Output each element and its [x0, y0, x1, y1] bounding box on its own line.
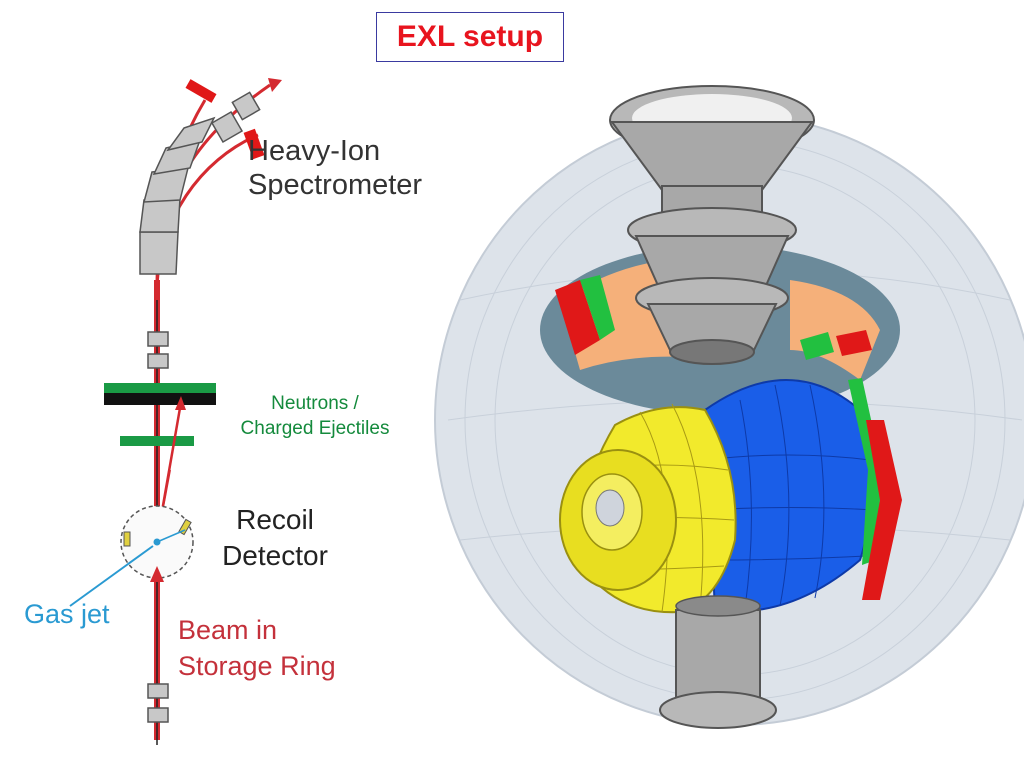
- green-rim-left: [580, 275, 615, 340]
- green-rim-top-right: [800, 332, 834, 360]
- recoil-label-line2: Detector: [222, 540, 328, 571]
- blue-detector-grid: [704, 384, 875, 609]
- dipole-magnets: [139, 91, 261, 275]
- recoil-spoke: [156, 529, 186, 543]
- recoil-label-line1: Recoil: [236, 504, 314, 535]
- beam-label-line2: Storage Ring: [178, 651, 336, 681]
- gas-jet-label: Gas jet: [24, 599, 110, 629]
- spectrometer-detector-top: [185, 79, 217, 103]
- quadrupole-lower-1: [147, 683, 169, 699]
- neutron-wall-black: [104, 393, 216, 405]
- charged-ejectile-detector: [120, 436, 194, 446]
- quadrupole-lower-2: [147, 707, 169, 723]
- recoil-detector-element-left: [123, 531, 131, 547]
- target-point: [153, 538, 161, 546]
- green-rim-right: [848, 378, 882, 565]
- page-title: EXL setup: [396, 20, 544, 53]
- gas-jet-pointer: [69, 545, 154, 607]
- spectrometer-label: Heavy-Ion Spectrometer: [248, 134, 426, 202]
- bottom-flange-inner: [675, 595, 761, 617]
- red-rim-top-right: [836, 330, 872, 356]
- beam-label-line1: Beam in: [178, 615, 278, 645]
- orange-detector-back-right: [790, 280, 880, 380]
- beamline-schematic: [69, 78, 282, 745]
- neutrons-label: Neutrons / Charged Ejectiles: [220, 391, 410, 441]
- beam-label: Beam in Storage Ring: [178, 612, 336, 684]
- red-rim-left: [555, 280, 600, 355]
- title-box: EXL setup: [376, 12, 564, 62]
- red-rim-right: [862, 420, 902, 600]
- ejectile-arrowhead: [175, 396, 186, 410]
- bottom-flange: [659, 691, 777, 729]
- beam-arrowhead: [150, 566, 164, 582]
- spectrometer-label-line1: Heavy-Ion: [248, 135, 381, 167]
- quadrupole-upper-2: [147, 353, 169, 369]
- neutron-wall-green: [104, 383, 216, 393]
- beam-hole: [595, 489, 625, 527]
- spectrometer-detector-side: [243, 128, 265, 160]
- spectrometer-label-line2: Spectrometer: [248, 169, 423, 201]
- neutrons-label-line2: Charged Ejectiles: [240, 418, 390, 439]
- neutrons-label-line1: Neutrons /: [271, 393, 359, 414]
- trajectory-arrowhead: [268, 78, 282, 92]
- quadrupole-upper-1: [147, 331, 169, 347]
- pipe-bottom-end: [669, 339, 755, 365]
- recoil-label: Recoil Detector: [200, 502, 350, 574]
